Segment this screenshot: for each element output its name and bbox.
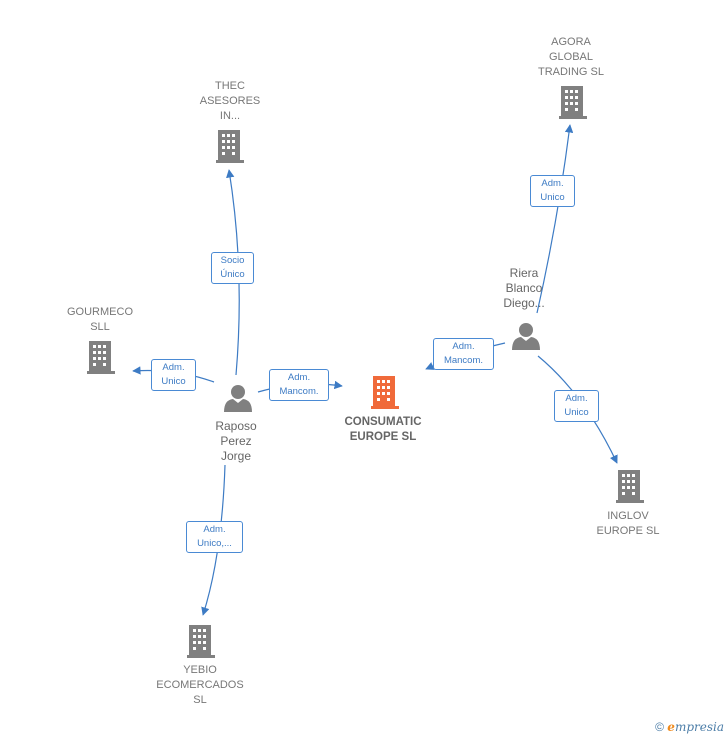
brand-logo: empresia: [667, 720, 724, 734]
building-icon: [616, 470, 644, 503]
copyright-icon: ©: [655, 720, 664, 734]
brand-footer: © empresia: [655, 720, 724, 734]
edge-riera-agora: [536, 124, 574, 314]
node-label-yebio[interactable]: YEBIO ECOMERCADOS SL: [156, 664, 244, 706]
node-label-riera[interactable]: Riera Blanco Diego...: [503, 266, 545, 310]
person-icon: [512, 323, 540, 350]
node-label-agora[interactable]: AGORA GLOBAL TRADING SL: [537, 36, 604, 78]
building-icon: [87, 341, 115, 374]
edge-label-adm-unico: Adm. Unico: [530, 175, 575, 207]
building-icon: [187, 625, 215, 658]
node-label-consumatic[interactable]: CONSUMATIC EUROPE SL: [344, 416, 422, 443]
edge-label-adm-unico-more: Adm. Unico,...: [186, 521, 243, 553]
node-label-gourmeco[interactable]: GOURMECO SLL: [67, 306, 133, 333]
node-label-raposo[interactable]: Raposo Perez Jorge: [215, 419, 257, 463]
node-label-thec[interactable]: THEC ASESORES IN...: [199, 80, 261, 122]
person-icon: [224, 385, 252, 412]
edge-label-adm-unico: Adm. Unico: [554, 390, 599, 422]
edge-label-adm-mancom: Adm. Mancom.: [433, 338, 494, 370]
node-label-inglov[interactable]: INGLOV EUROPE SL: [596, 510, 660, 537]
main-company-building-icon: [371, 376, 399, 409]
edge-label-adm-mancom: Adm. Mancom.: [269, 369, 329, 401]
edge-label-adm-unico: Adm. Unico: [151, 359, 196, 391]
building-icon: [216, 130, 244, 163]
edge-label-socio-unico: Socio Único: [211, 252, 254, 284]
building-icon: [559, 86, 587, 119]
